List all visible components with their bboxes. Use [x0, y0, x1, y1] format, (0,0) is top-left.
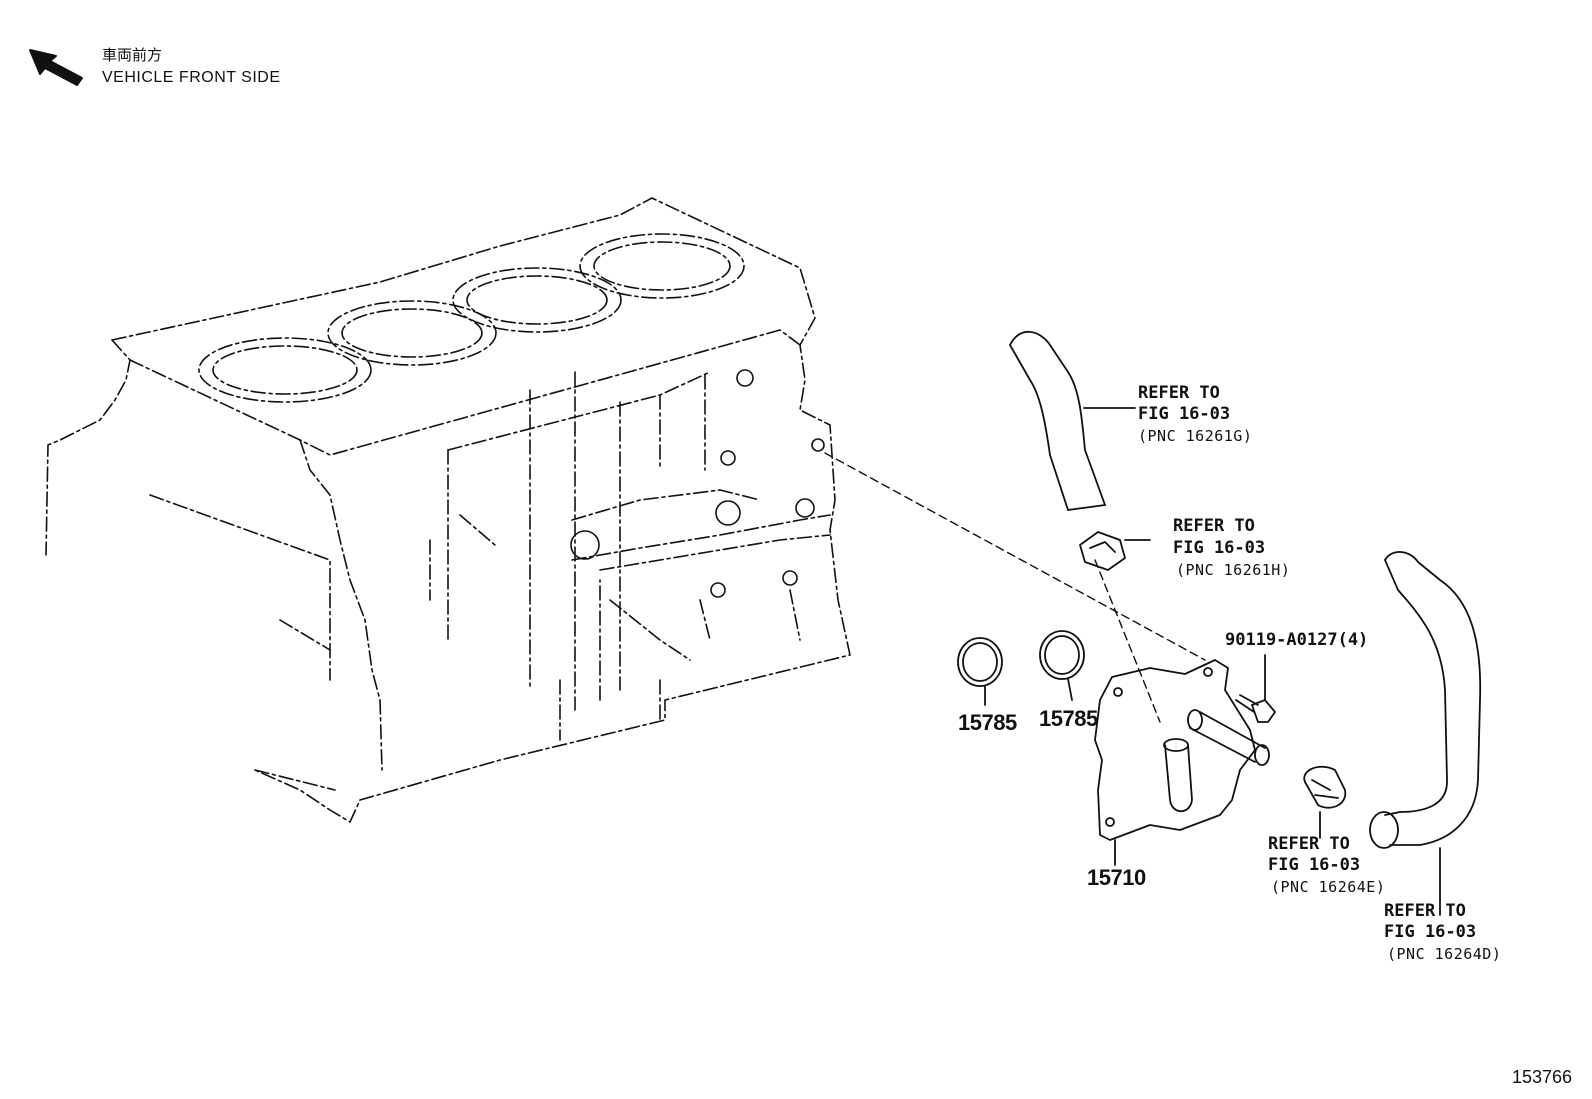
ref-hose-upper-line3: (PNC 16261G) [1138, 427, 1253, 445]
part-number-gasket-2: 15785 [1039, 706, 1098, 731]
bolt [1235, 654, 1276, 723]
upper-hose [1009, 330, 1136, 511]
lower-clamp [1303, 765, 1347, 839]
upper-clamp [1079, 531, 1151, 571]
ref-clamp-upper-line3: (PNC 16261H) [1176, 561, 1291, 579]
ref-clamp-lower-line1: REFER TO [1268, 834, 1350, 854]
ref-hose-lower-line3: (PNC 16264D) [1387, 945, 1502, 963]
install-lines [824, 452, 1206, 723]
direction-label-en: VEHICLE FRONT SIDE [102, 69, 281, 86]
ref-clamp-upper-line1: REFER TO [1173, 516, 1255, 536]
oil-cooler [1094, 659, 1270, 866]
part-number-bolt: 90119-A0127(4) [1225, 630, 1369, 650]
gaskets [957, 630, 1085, 706]
ref-hose-lower-line2: FIG 16-03 [1384, 922, 1477, 942]
part-number-oil-cooler: 15710 [1087, 865, 1146, 890]
ref-clamp-lower-line2: FIG 16-03 [1268, 855, 1361, 875]
ref-clamp-lower-line3: (PNC 16264E) [1271, 878, 1386, 896]
direction-label-jp: 車両前方 [102, 46, 163, 64]
ref-hose-lower-line1: REFER TO [1384, 901, 1466, 921]
ref-clamp-upper-line2: FIG 16-03 [1173, 538, 1266, 558]
block-bosses [570, 369, 825, 598]
part-number-gasket-1: 15785 [958, 710, 1017, 735]
ref-hose-upper-line2: FIG 16-03 [1138, 404, 1231, 424]
arrow-up-left-icon [29, 49, 83, 86]
figure-number: 153766 [1512, 1067, 1573, 1087]
lower-hose [1369, 551, 1482, 916]
engine-block [45, 197, 851, 823]
ref-hose-upper-line1: REFER TO [1138, 383, 1220, 403]
